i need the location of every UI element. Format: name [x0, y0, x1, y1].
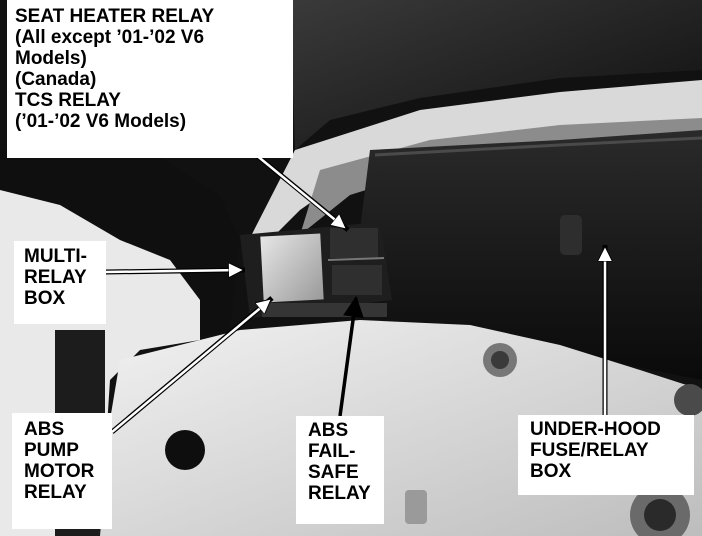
tray-bolt-inner: [491, 351, 509, 369]
multi-relay-box-callout: MULTI- RELAY BOX: [14, 241, 106, 324]
relay-bottom-right: [332, 265, 382, 295]
underhood-box-latch: [560, 215, 582, 255]
arrow-multi-relay-box: [105, 270, 246, 272]
callout-line: (All except ’01-’02 V6: [15, 27, 205, 48]
tray-clip: [405, 490, 427, 524]
callout-line: PUMP: [24, 440, 79, 461]
callout-line: FAIL-: [308, 441, 356, 462]
callout-line: RELAY: [24, 267, 87, 288]
callout-line: MOTOR: [24, 461, 95, 482]
callout-line: TCS RELAY: [15, 90, 121, 111]
relay-top-right: [330, 228, 378, 258]
hood-underside: [290, 0, 702, 150]
relay-white-block: [260, 233, 324, 303]
tray-fastener-right-inner: [644, 499, 676, 531]
abs-pump-motor-relay-callout: ABS PUMP MOTOR RELAY: [12, 413, 112, 529]
underhood-box-lid-edge: [374, 136, 702, 157]
callout-line: BOX: [24, 288, 66, 309]
callout-line: ABS: [308, 420, 349, 441]
callout-line: MULTI-: [24, 246, 87, 267]
callout-line: RELAY: [24, 482, 87, 503]
callout-line: SAFE: [308, 462, 359, 483]
arrow-seat-heater-relay: [248, 148, 350, 232]
seat-heater-relay-callout: SEAT HEATER RELAY (All except ’01-’02 V6…: [7, 0, 293, 158]
callout-line: UNDER-HOOD: [530, 419, 661, 440]
underhood-box: [360, 130, 702, 380]
arrow-abs-pump-motor-relay: [110, 296, 274, 434]
callout-line: SEAT HEATER RELAY: [15, 6, 215, 27]
fender-ridge: [250, 80, 702, 240]
callout-line: (’01-’02 V6 Models): [15, 111, 187, 132]
callout-line: BOX: [530, 461, 572, 482]
callout-line: FUSE/RELAY: [530, 440, 649, 461]
relay-bracket: [262, 303, 387, 317]
tray-fastener-edge: [674, 384, 702, 416]
callout-line: RELAY: [308, 483, 371, 504]
tray-hole-left: [165, 430, 205, 470]
arrow-abs-fail-safe-relay: [338, 295, 364, 417]
abs-fail-safe-relay-callout: ABS FAIL- SAFE RELAY: [296, 416, 384, 524]
callout-line: ABS: [24, 419, 65, 440]
under-hood-fuse-relay-box-callout: UNDER-HOOD FUSE/RELAY BOX: [518, 415, 694, 495]
relay-divider: [327, 257, 385, 261]
callout-line: (Canada): [15, 69, 97, 90]
callout-line: Models): [15, 48, 87, 69]
